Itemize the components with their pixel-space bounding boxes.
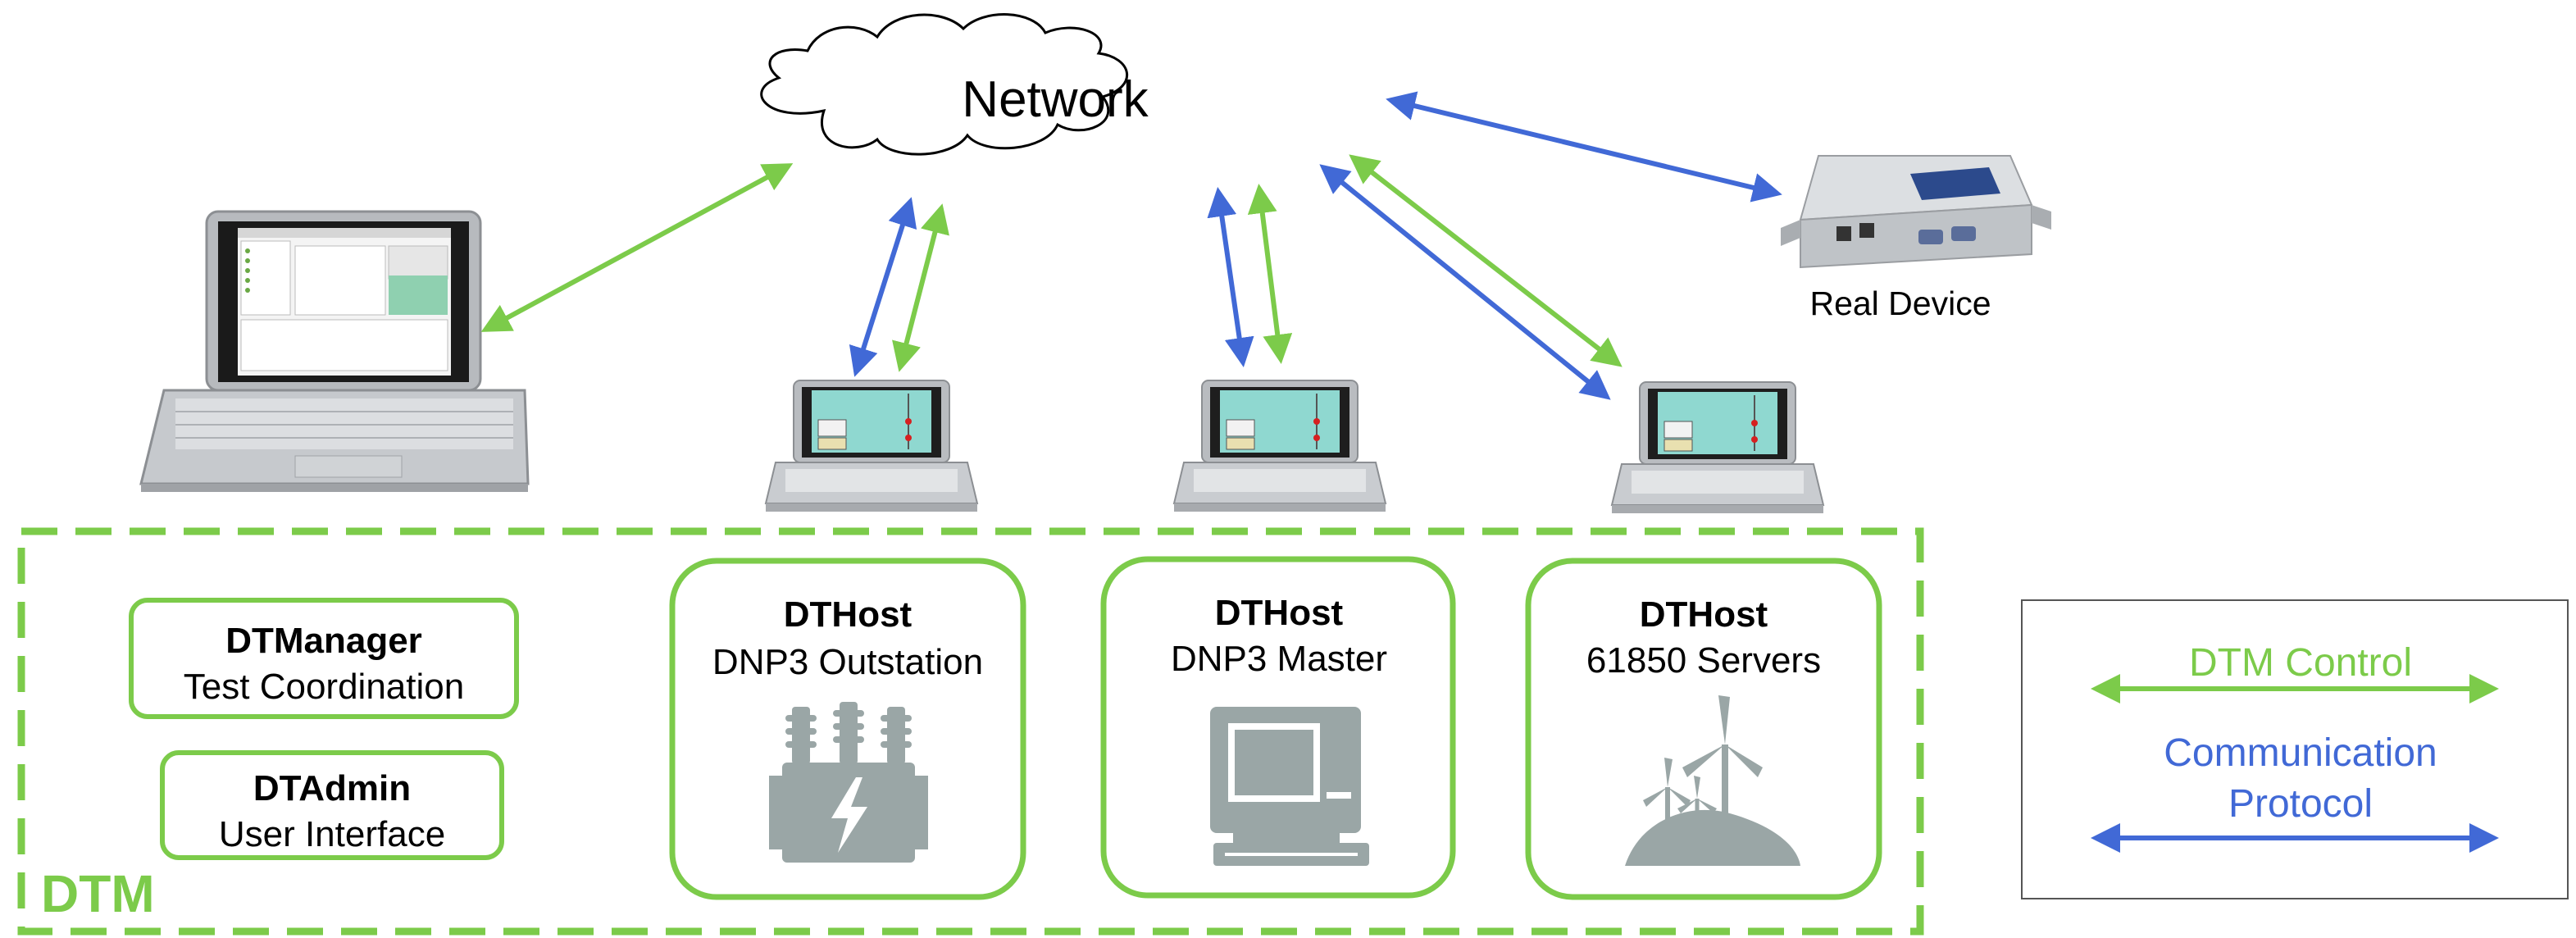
- legend-control-label: DTM Control: [2189, 641, 2412, 685]
- dtmanager-title: DTManager: [225, 621, 422, 661]
- dthost-outstation-title: DTHost: [784, 594, 913, 635]
- dtadmin-subtitle: User Interface: [219, 814, 445, 854]
- dthost-master-subtitle: DNP3 Master: [1171, 639, 1387, 679]
- dthost-outstation-subtitle: DNP3 Outstation: [712, 642, 983, 682]
- arrow-device-network: [1386, 91, 1782, 203]
- dthost-servers-box: DTHost 61850 Servers: [1525, 558, 1882, 900]
- dthost-outstation-box: DTHost DNP3 Outstation: [669, 558, 1026, 900]
- network-label: Network: [962, 71, 1149, 128]
- arrow-master-network: [1207, 184, 1293, 367]
- dthost-servers-title: DTHost: [1640, 594, 1768, 635]
- lightning-bolt-icon: [831, 777, 867, 853]
- dthost-master-box: DTHost DNP3 Master: [1100, 556, 1456, 899]
- legend: DTM Control Communication Protocol: [2021, 599, 2569, 899]
- real-device-label: Real Device: [1809, 285, 1991, 322]
- real-device-hardware: [1781, 155, 2051, 269]
- dtm-label: DTM: [41, 864, 155, 923]
- dthost-servers-subtitle: 61850 Servers: [1586, 640, 1821, 681]
- admin-laptop: [139, 210, 530, 492]
- arrow-admin-network: [480, 163, 794, 332]
- master-laptop: [1173, 380, 1386, 512]
- dtmanager-box: DTManager Test Coordination: [129, 598, 519, 719]
- wind-turbine-icon: [1625, 695, 1800, 866]
- arrow-outstation-network: [849, 197, 949, 377]
- dtadmin-title: DTAdmin: [253, 768, 411, 808]
- computer-icon: [1210, 707, 1369, 866]
- dtmanager-subtitle: Test Coordination: [184, 667, 464, 707]
- dtadmin-box: DTAdmin User Interface: [160, 750, 504, 860]
- transformer-icon: [769, 702, 928, 863]
- outstation-laptop: [765, 380, 978, 512]
- legend-protocol-label-line2: Protocol: [2228, 782, 2373, 826]
- network-cloud: Network: [760, 13, 1149, 156]
- dtm-boundary: [17, 527, 1924, 936]
- arrow-servers-network: [1319, 154, 1623, 400]
- legend-protocol-label-line1: Communication: [2164, 731, 2437, 775]
- servers-laptop: [1611, 381, 1824, 514]
- dthost-master-title: DTHost: [1215, 593, 1344, 633]
